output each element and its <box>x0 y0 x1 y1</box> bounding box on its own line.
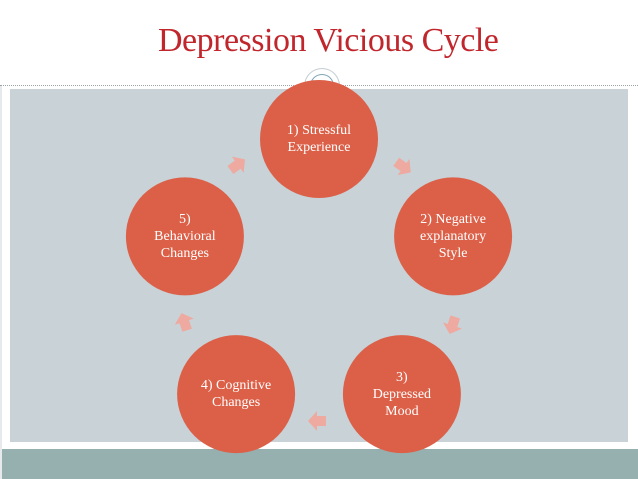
cycle-nodes <box>125 80 513 454</box>
cycle-arrow-icon <box>174 313 194 332</box>
slide-title: Depression Vicious Cycle <box>158 22 499 59</box>
cycle-arrow-icon <box>442 315 462 335</box>
cycle-node-label-5: 5) Behavioral Changes <box>154 211 216 261</box>
cycle-arrow-icon <box>393 157 411 176</box>
cycle-arrow-icon <box>308 411 326 431</box>
cycle-node-5 <box>125 177 244 296</box>
cycle-node-label-1: 1) Stressful Experience <box>286 123 352 155</box>
footer-band <box>0 449 638 479</box>
cycle-node-label-2: 2) Negative explanatory Style <box>420 211 487 261</box>
cycle-node-3 <box>342 335 461 454</box>
cycle-node-label-3: 3) Depressed Mood <box>372 369 432 419</box>
cycle-node-label-4: 4) Cognitive Changes <box>200 378 272 411</box>
cycle-arrow-icon <box>227 156 245 175</box>
cycle-node-4 <box>177 335 296 454</box>
cycle-node-2 <box>394 177 513 296</box>
cycle-arrows <box>174 156 462 431</box>
cycle-node-1 <box>260 80 378 198</box>
left-edge-line <box>0 85 2 479</box>
